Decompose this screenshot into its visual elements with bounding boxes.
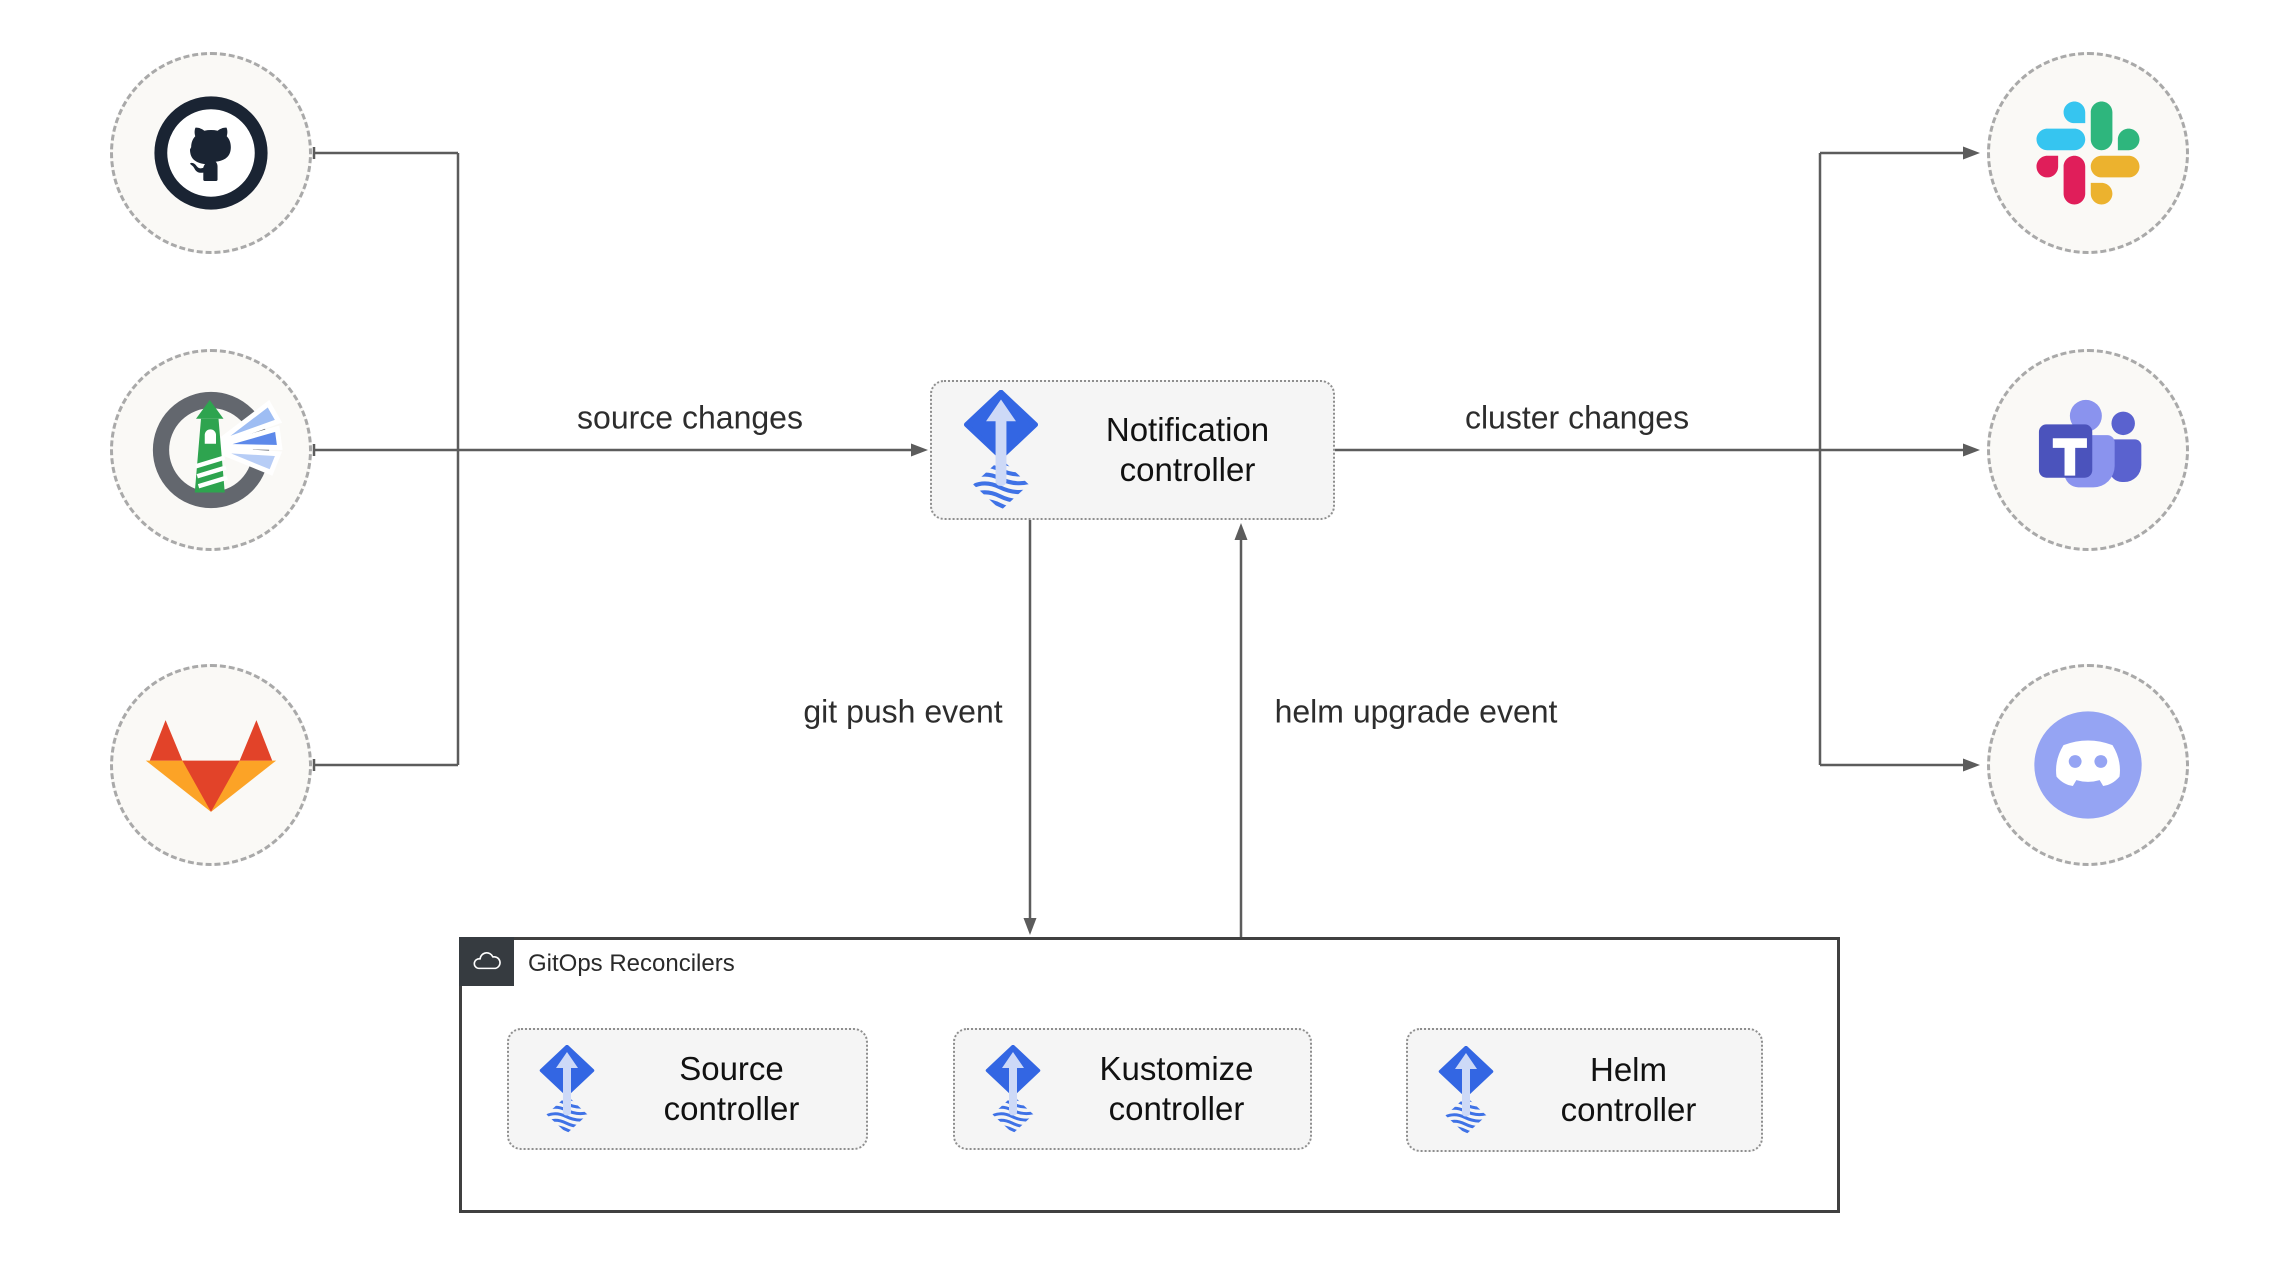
node-harbor bbox=[110, 349, 312, 551]
slack-icon bbox=[2036, 101, 2140, 205]
flux-icon bbox=[960, 390, 1042, 511]
edge-label-git-push-event: git push event bbox=[803, 693, 1003, 730]
arrowhead bbox=[911, 443, 928, 457]
arrowhead bbox=[1234, 523, 1248, 540]
node-label: Helm controller bbox=[1560, 1050, 1697, 1128]
edge-label-source-changes: source changes bbox=[577, 399, 803, 436]
container-title: GitOps Reconcilers bbox=[528, 950, 735, 977]
node-discord bbox=[1987, 664, 2189, 866]
node-github bbox=[110, 52, 312, 254]
arrowhead bbox=[1963, 146, 1980, 160]
container-tab bbox=[459, 937, 514, 986]
node-gitlab bbox=[110, 664, 312, 866]
node-source-controller: Source controller bbox=[507, 1028, 868, 1150]
cloud-icon bbox=[470, 950, 504, 974]
edge-label-cluster-changes: cluster changes bbox=[1464, 399, 1690, 436]
harbor-icon bbox=[136, 375, 286, 525]
flux-icon bbox=[1436, 1046, 1496, 1135]
gitlab-icon bbox=[132, 714, 290, 817]
arrowhead bbox=[1963, 443, 1980, 457]
arrowhead bbox=[1963, 758, 1980, 772]
node-label: Notification controller bbox=[1105, 410, 1270, 488]
node-helm-controller: Helm controller bbox=[1406, 1028, 1763, 1152]
teams-icon bbox=[2024, 386, 2152, 514]
node-teams bbox=[1987, 349, 2189, 551]
edge-label-helm-upgrade-event: helm upgrade event bbox=[1274, 693, 1558, 730]
node-label: Source controller bbox=[663, 1049, 800, 1127]
node-notification-controller: Notification controller bbox=[930, 380, 1335, 520]
node-label: Kustomize controller bbox=[1099, 1049, 1254, 1127]
discord-icon bbox=[2018, 695, 2158, 835]
node-kustomize-controller: Kustomize controller bbox=[953, 1028, 1312, 1150]
github-icon bbox=[141, 83, 281, 223]
node-slack bbox=[1987, 52, 2189, 254]
arrowhead bbox=[1023, 918, 1037, 935]
flux-icon bbox=[983, 1045, 1043, 1134]
flux-icon bbox=[537, 1045, 597, 1134]
